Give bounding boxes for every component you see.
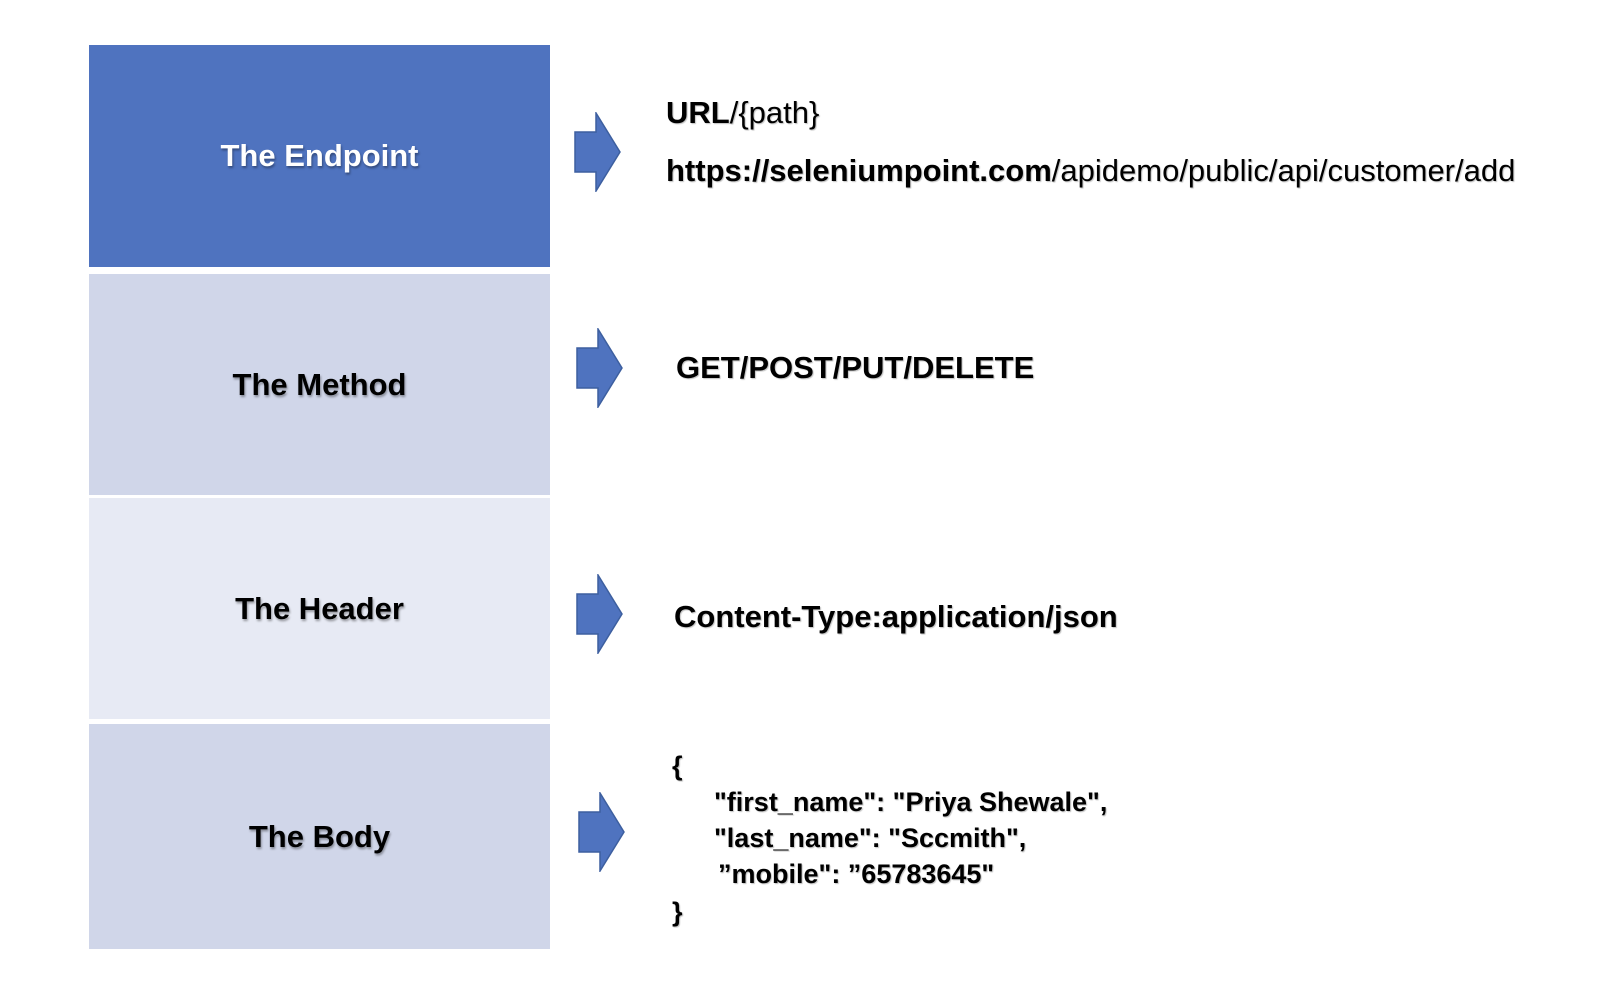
body-line: "last_name": "Sccmith", — [714, 823, 1027, 853]
endpoint-box: The Endpoint — [89, 45, 550, 267]
method-box: The Method — [89, 274, 550, 495]
arrow-right-icon — [576, 328, 624, 408]
url-bold: URL — [666, 95, 730, 130]
body-line: "first_name": "Priya Shewale", — [714, 787, 1108, 817]
endpoint-host: https://seleniumpoint.com — [666, 153, 1052, 188]
arrow-right-icon — [574, 112, 622, 192]
body-open-brace: { — [672, 751, 683, 781]
arrow-right-icon — [576, 574, 624, 654]
body-line: ”mobile": ”65783645" — [718, 859, 995, 889]
method-label: The Method — [232, 366, 407, 402]
endpoint-url: https://seleniumpoint.com/apidemo/public… — [666, 153, 1515, 189]
url-template: URL/{path} — [666, 95, 819, 131]
url-path: /{path} — [729, 95, 820, 130]
body-box: The Body — [89, 724, 550, 949]
arrow-right-icon — [578, 792, 626, 872]
header-box: The Header — [89, 498, 550, 719]
endpoint-label: The Endpoint — [220, 138, 419, 173]
method-values: GET/POST/PUT/DELETE — [676, 350, 1035, 385]
header-value: Content-Type:application/json — [674, 599, 1118, 634]
endpoint-path: /apidemo/public/api/customer/add — [1051, 153, 1516, 188]
body-close-brace: } — [672, 897, 683, 927]
body-label: The Body — [248, 818, 391, 854]
header-label: The Header — [235, 590, 404, 626]
